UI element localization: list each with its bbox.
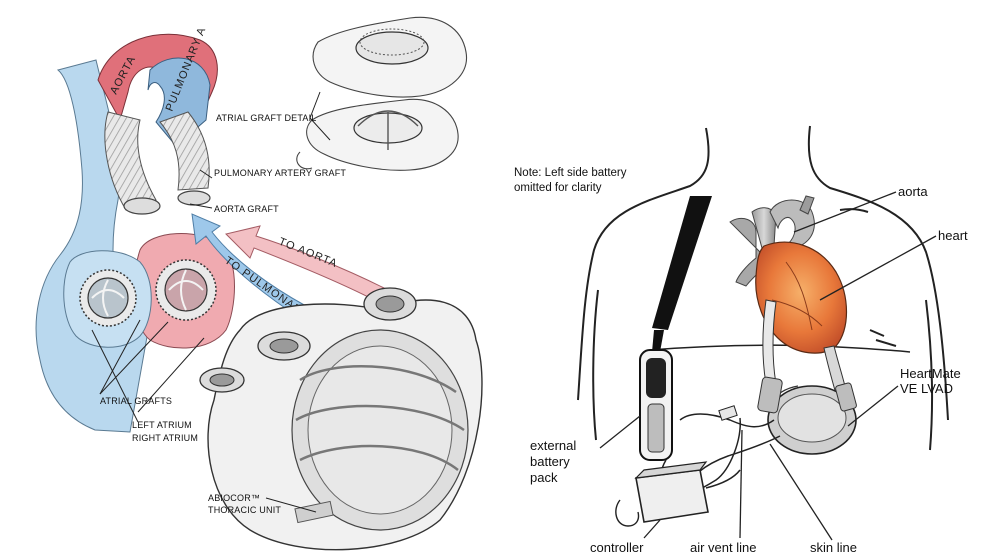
port-outflow-pulmonary <box>258 332 310 360</box>
port-outflow-aorta <box>364 288 416 320</box>
label-heart: heart <box>938 228 968 243</box>
left-atrial-graft <box>156 260 216 320</box>
pulmonary-graft-connector <box>178 191 210 205</box>
label-left-atrium: LEFT ATRIUM <box>132 420 192 430</box>
label-external: external <box>530 438 576 453</box>
label-abiocor: ABIOCOR™ <box>208 493 260 503</box>
vena-cava-vessel <box>36 60 150 432</box>
heartmate-diagram: Note: Left side battery omitted for clar… <box>514 126 968 555</box>
external-battery-pack <box>640 350 672 460</box>
abiocor-diagram: AORTA PULMONARY A TO PULMONARY TO AORTA <box>36 17 482 549</box>
label-controller: controller <box>590 540 644 555</box>
label-atrial-graft-detail: ATRIAL GRAFT DETAIL <box>216 113 316 123</box>
aorta-graft-connector <box>124 198 160 214</box>
rib-line-2 <box>870 330 896 346</box>
label-battery: battery <box>530 454 570 469</box>
label-skin-line: skin line <box>810 540 857 555</box>
label-right-atrium: RIGHT ATRIUM <box>132 433 198 443</box>
right-atrial-graft <box>80 270 136 326</box>
label-aorta-graft: AORTA GRAFT <box>214 204 279 214</box>
line-connector <box>719 406 737 420</box>
controller-device <box>616 462 708 526</box>
label-ve-lvad: VE LVAD <box>900 381 953 396</box>
outflow-graft <box>763 300 776 384</box>
label-pulmonary-artery-graft: PULMONARY ARTERY GRAFT <box>214 168 346 178</box>
rib-line <box>650 345 910 352</box>
battery-strap <box>652 196 712 330</box>
label-aorta: aorta <box>898 184 928 199</box>
port-inflow-lower <box>200 368 244 392</box>
neck-right <box>840 209 868 212</box>
to-aorta-arrow <box>226 226 384 302</box>
label-thoracic-unit: THORACIC UNIT <box>208 505 281 515</box>
note-line-2: omitted for clarity <box>514 182 602 194</box>
label-atrial-grafts: ATRIAL GRAFTS <box>100 396 172 406</box>
heartmate-lvad-pump <box>757 377 857 454</box>
label-air-vent-line: air vent line <box>690 540 756 555</box>
label-heartmate: HeartMate <box>900 366 961 381</box>
atrial-graft-detail-inset <box>297 17 467 170</box>
note-line-1: Note: Left side battery <box>514 167 627 179</box>
label-pack: pack <box>530 470 558 485</box>
